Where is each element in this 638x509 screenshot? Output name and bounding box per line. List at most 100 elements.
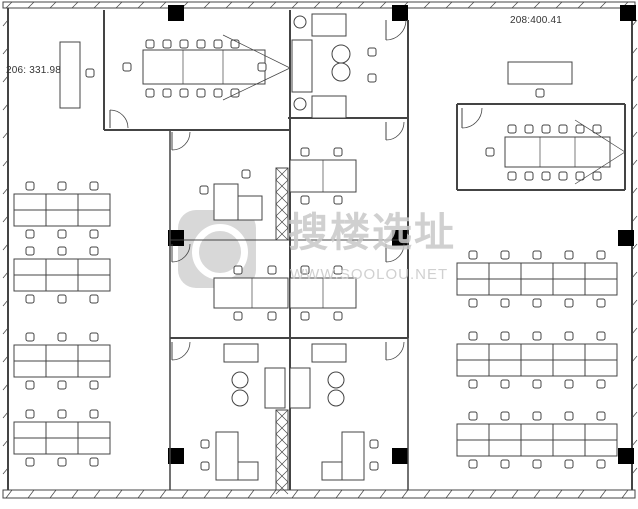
hatch	[379, 489, 387, 499]
hatch	[275, 179, 289, 193]
chair	[596, 379, 606, 389]
hatch	[2, 271, 9, 279]
sofa	[223, 343, 259, 363]
workstation-right	[456, 278, 490, 296]
chair	[57, 181, 67, 191]
hatch	[631, 383, 638, 391]
hatch	[631, 187, 638, 195]
hatch	[27, 489, 35, 499]
workstation-right	[552, 439, 586, 457]
desk	[237, 461, 259, 481]
hatch	[533, 1, 541, 9]
exterior-wall-bottom	[2, 489, 636, 499]
hatch	[631, 299, 638, 307]
projection-line	[574, 151, 626, 185]
workstation-left	[45, 437, 79, 455]
chair	[267, 311, 277, 321]
hatch	[2, 411, 9, 419]
hatch	[225, 489, 233, 499]
hatch	[335, 1, 343, 9]
workstation-right	[520, 343, 554, 361]
chair	[57, 229, 67, 239]
door-swing	[385, 19, 407, 41]
unit-208-label: 208:400.41	[510, 15, 563, 26]
hatch	[2, 215, 9, 223]
workstation-left	[45, 421, 79, 439]
door-swing	[385, 243, 405, 263]
hatch	[533, 489, 541, 499]
workstation-left	[45, 274, 79, 292]
chair	[199, 185, 209, 195]
workstation-left	[45, 360, 79, 378]
conference-table	[504, 136, 611, 168]
hatch	[2, 439, 9, 447]
hatch	[631, 131, 638, 139]
desk	[341, 431, 365, 481]
chair	[25, 294, 35, 304]
workstation-right	[488, 343, 522, 361]
chair	[213, 88, 223, 98]
hatch	[357, 1, 365, 9]
workstation-left	[13, 274, 47, 292]
chair	[300, 195, 310, 205]
hatch	[631, 19, 638, 27]
projection-line	[574, 119, 626, 153]
column	[392, 448, 408, 464]
chair	[564, 459, 574, 469]
desk	[215, 431, 239, 481]
workstation-right	[552, 262, 586, 280]
chair	[57, 457, 67, 467]
chair	[145, 39, 155, 49]
workstation-right	[584, 278, 618, 296]
hatch	[247, 489, 255, 499]
glass-partition	[275, 167, 289, 241]
hatch	[275, 215, 289, 229]
workstation-right	[456, 343, 490, 361]
workstation-left	[77, 437, 111, 455]
chair	[564, 331, 574, 341]
door-swing	[171, 131, 191, 151]
sofa	[291, 39, 313, 93]
workstation-right	[584, 262, 618, 280]
hatch	[5, 489, 13, 499]
watermark-text: 搜楼选址	[288, 210, 456, 256]
chair	[162, 88, 172, 98]
hatch	[2, 159, 9, 167]
chair	[267, 265, 277, 275]
hatch	[291, 489, 299, 499]
round-table	[331, 44, 351, 64]
hatch	[313, 489, 321, 499]
chair	[85, 68, 95, 78]
hatch	[423, 489, 431, 499]
chair	[367, 47, 377, 57]
column	[168, 5, 184, 21]
chair	[500, 411, 510, 421]
unit-206-label: 206: 331.98	[6, 65, 62, 76]
column	[392, 230, 408, 246]
round-table	[231, 371, 249, 389]
hatch	[93, 1, 101, 9]
chair	[25, 246, 35, 256]
workstation-right	[584, 343, 618, 361]
hatch	[631, 215, 638, 223]
hatch	[2, 75, 9, 83]
hatch	[27, 1, 35, 9]
hatch	[631, 271, 638, 279]
chair	[468, 459, 478, 469]
chair	[196, 88, 206, 98]
hatch	[275, 203, 289, 217]
hatch	[555, 1, 563, 9]
column	[168, 230, 184, 246]
chair	[500, 331, 510, 341]
hatch	[181, 489, 189, 499]
hatch	[275, 167, 289, 181]
chair	[257, 62, 267, 72]
hatch	[631, 243, 638, 251]
workstation-right	[488, 423, 522, 441]
projection-line	[222, 67, 291, 101]
hatch	[577, 489, 585, 499]
chair	[541, 124, 551, 134]
hatch	[49, 1, 57, 9]
chair	[57, 332, 67, 342]
workstation-left	[45, 258, 79, 276]
